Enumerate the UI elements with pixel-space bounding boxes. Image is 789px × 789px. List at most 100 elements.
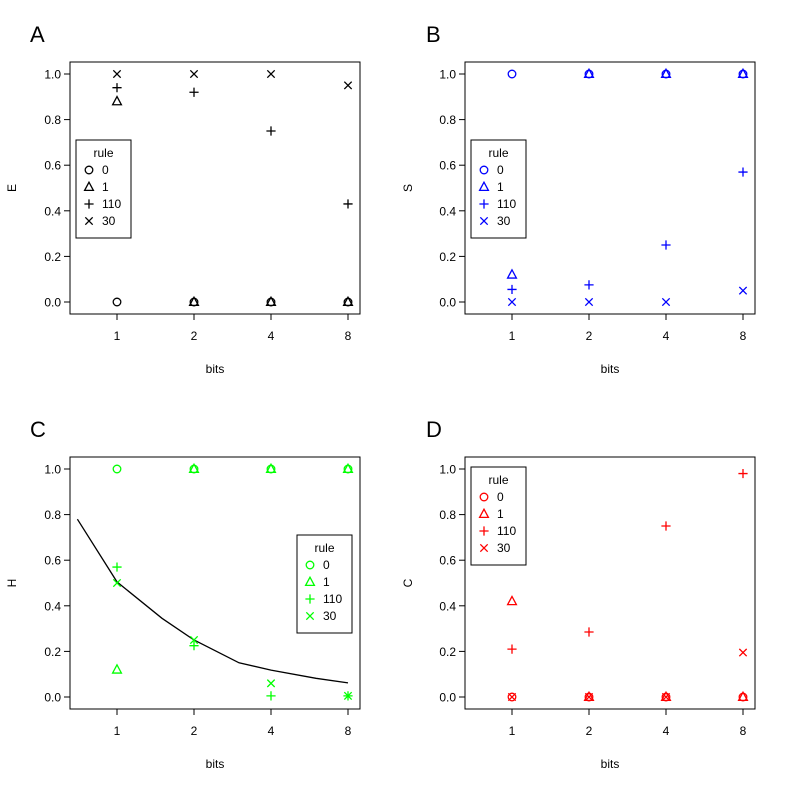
x-tick-label: 2: [586, 724, 593, 738]
data-point-plus: [738, 468, 748, 479]
y-tick-label: 0.8: [439, 113, 456, 127]
y-axis-label: E: [5, 184, 19, 192]
series-1: [111, 95, 354, 307]
data-point-triangle: [111, 663, 123, 674]
series-0: [507, 69, 748, 79]
legend-entry: 30: [102, 214, 116, 228]
legend-entry: 30: [323, 609, 337, 623]
x-tick-label: 1: [509, 724, 516, 738]
series-110: [507, 468, 748, 654]
data-point-triangle: [506, 595, 518, 606]
data-point-triangle: [660, 690, 672, 702]
x-tick-label: 1: [509, 329, 516, 343]
legend-marker-circle: [305, 560, 315, 570]
data-point-plus: [343, 199, 353, 209]
legend-entry: 1: [497, 507, 504, 521]
legend-marker-triangle: [304, 575, 316, 587]
legend-marker-plus: [479, 526, 489, 536]
plot-frame: [69, 456, 361, 710]
legend-marker-triangle: [478, 507, 490, 519]
x-tick-label: 2: [191, 329, 198, 343]
x-tick-label: 1: [114, 724, 121, 738]
data-point-plus: [738, 167, 748, 177]
series-30: [507, 648, 748, 702]
y-tick-label: 0.0: [44, 691, 61, 705]
data-point-plus: [507, 644, 517, 654]
fit-curve: [76, 518, 349, 684]
legend-marker-plus: [305, 594, 315, 604]
x-tick-label: 4: [268, 329, 275, 343]
legend-marker-triangle: [83, 180, 95, 192]
y-axis-label: S: [401, 184, 415, 192]
y-tick-label: 1.0: [439, 463, 456, 477]
data-point-cross: [112, 578, 122, 588]
legend-marker-circle: [84, 165, 94, 175]
legend-marker-circle: [479, 492, 489, 502]
data-point-cross: [266, 69, 276, 79]
x-tick-label: 2: [586, 329, 593, 343]
y-tick-label: 0.6: [439, 159, 456, 173]
x-axis-label: bits: [206, 362, 225, 376]
y-tick-label: 0.4: [439, 599, 456, 613]
plot-frame: [464, 456, 756, 710]
y-tick-label: 0.4: [439, 204, 456, 218]
data-point-circle: [507, 69, 517, 79]
data-point-triangle: [737, 690, 749, 702]
data-point-circle: [112, 464, 122, 474]
data-point-triangle: [583, 67, 595, 79]
x-tick-label: 8: [345, 329, 352, 343]
data-point-triangle: [660, 67, 672, 79]
data-point-plus: [266, 126, 276, 136]
data-point-plus: [661, 240, 671, 250]
y-tick-label: 0.8: [44, 508, 61, 522]
legend-title: rule: [314, 541, 334, 555]
legend-title: rule: [93, 146, 113, 160]
data-point-cross: [584, 297, 594, 307]
y-tick-label: 1.0: [44, 68, 61, 82]
series-1: [111, 462, 354, 674]
data-point-plus: [584, 280, 594, 290]
panel-label: C: [30, 417, 46, 442]
legend-entry: 1: [102, 180, 109, 194]
y-tick-label: 0.6: [44, 159, 61, 173]
x-tick-label: 8: [345, 724, 352, 738]
data-point-triangle: [188, 462, 200, 474]
series-30: [112, 69, 353, 90]
y-tick-label: 0.8: [439, 508, 456, 522]
data-point-plus: [189, 87, 199, 97]
x-tick-label: 4: [268, 724, 275, 738]
data-point-cross: [343, 81, 353, 90]
data-point-triangle: [342, 295, 354, 307]
data-point-cross: [507, 692, 517, 702]
y-tick-label: 0.4: [44, 204, 61, 218]
legend-entry: 0: [102, 163, 109, 177]
x-tick-label: 4: [663, 329, 670, 343]
panel-label: B: [426, 22, 441, 47]
data-point-cross: [189, 69, 199, 79]
data-point-cross: [584, 692, 594, 702]
data-point-triangle: [342, 462, 354, 474]
data-point-circle: [112, 297, 122, 307]
y-tick-label: 0.2: [44, 645, 61, 659]
series-0: [507, 692, 748, 702]
data-point-circle: [507, 692, 517, 702]
data-point-plus: [112, 83, 122, 93]
legend-marker-cross: [479, 216, 489, 226]
data-point-triangle: [506, 268, 518, 279]
y-tick-label: 0.8: [44, 113, 61, 127]
series-1: [506, 595, 749, 702]
legend-marker-cross: [84, 216, 94, 226]
y-tick-label: 1.0: [439, 68, 456, 82]
legend-marker-cross: [305, 611, 315, 621]
data-point-triangle: [265, 462, 277, 474]
data-point-cross: [507, 297, 517, 307]
y-axis-label: H: [5, 579, 19, 588]
legend-entry: 0: [497, 490, 504, 504]
